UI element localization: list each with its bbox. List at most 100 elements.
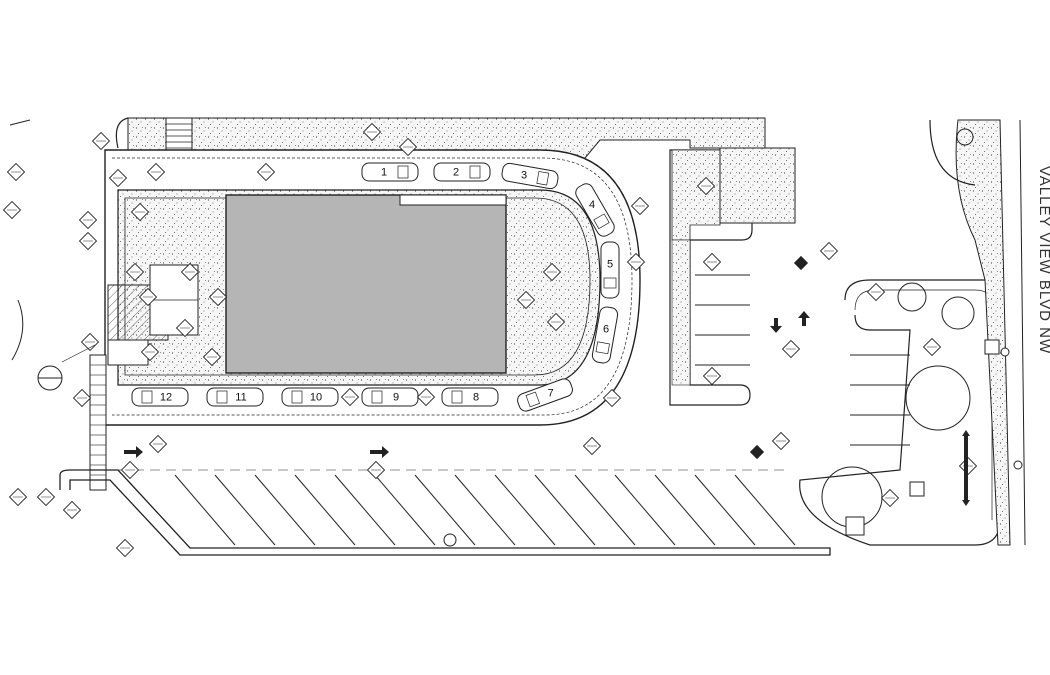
car-windshield [469, 165, 481, 179]
queue-stall-6: 6 [591, 306, 619, 364]
east-stall-stripes [850, 354, 910, 446]
keynote-diamond-icon [630, 196, 650, 216]
east-curb-return [929, 119, 976, 186]
north-arrow-icon [37, 344, 96, 391]
east-access-curb [799, 279, 1001, 546]
car-outline [131, 387, 189, 407]
keynote-diamond-icon [8, 487, 28, 507]
northwest-curb-return [115, 117, 129, 149]
stall-number: 9 [393, 391, 399, 403]
traffic-arrow-icon [124, 446, 143, 458]
east-parking-stripes [695, 274, 750, 366]
utility-box-icon [443, 533, 457, 547]
keynote-diamond-icon [781, 339, 801, 359]
keynote-diamond-icon [771, 431, 791, 451]
traffic-arrow-icon [962, 430, 970, 506]
stall-number: 5 [607, 258, 613, 270]
traffic-arrow-icon [770, 318, 782, 333]
car-windshield [593, 213, 610, 230]
stall-number: 7 [548, 387, 554, 399]
traffic-arrow-icon [370, 446, 389, 458]
queue-stall-11: 11 [206, 387, 264, 407]
tree-icon [905, 365, 971, 431]
northeast-planter [719, 147, 796, 224]
keynote-diamond-icon [91, 131, 111, 151]
car-windshield [216, 390, 228, 404]
keynote-diamond-icon [366, 460, 386, 480]
queue-stall-12: 12 [131, 387, 189, 407]
keynote-diamond-icon [108, 168, 128, 188]
keynote-diamond-icon [202, 347, 222, 367]
traffic-arrow-icon [798, 311, 810, 326]
keynote-diamond-icon [148, 434, 168, 454]
keynote-diamond-icon [208, 287, 228, 307]
building-entry-notch [399, 194, 507, 206]
car-windshield [451, 390, 463, 404]
car-outline [441, 387, 499, 407]
car-outline [600, 241, 620, 299]
keynote-diamond-icon [416, 387, 436, 407]
car-outline [575, 183, 615, 237]
keynote-diamond-icon [819, 241, 839, 261]
stall-number: 6 [603, 323, 609, 335]
light-pole-icon [793, 255, 809, 271]
tree-icon [897, 282, 927, 312]
keynote-diamond-icon [866, 282, 886, 302]
keynote-diamond-icon [542, 262, 562, 282]
keynote-diamond-icon [125, 262, 145, 282]
car-outline [361, 162, 419, 182]
car-outline [433, 162, 491, 182]
south-parking-lot-curb [59, 469, 831, 556]
keynote-diamond-icon [582, 436, 602, 456]
stall-number: 4 [589, 199, 595, 211]
stall-number: 1 [381, 166, 387, 178]
keynote-diamond-icon [146, 162, 166, 182]
keynote-diamond-icon [2, 200, 22, 220]
queue-stall-3: 3 [501, 162, 559, 190]
queue-stall-4: 4 [575, 183, 615, 237]
stall-number: 11 [235, 391, 246, 403]
west-property-edge [9, 119, 31, 361]
keynote-diamond-icon [546, 312, 566, 332]
car-outline [501, 162, 559, 190]
car-windshield [371, 390, 383, 404]
site-fixtures [443, 255, 1023, 547]
keynote-diamond-icon [602, 388, 622, 408]
traffic-arrows [124, 311, 970, 506]
keynote-diamond-icon [880, 488, 900, 508]
street-sidewalk [955, 119, 1011, 546]
keynote-diamond-icon [626, 252, 646, 272]
keynote-tags [2, 122, 978, 558]
utility-box-icon [909, 481, 925, 497]
keynote-diamond-icon [36, 487, 56, 507]
car-windshield [595, 341, 610, 355]
utility-box-icon [1000, 347, 1010, 357]
keynote-diamond-icon [702, 366, 722, 386]
queue-stall-1: 1 [361, 162, 419, 182]
queue-stall-5: 5 [600, 241, 620, 299]
keynote-diamond-icon [340, 387, 360, 407]
keynote-diamond-icon [130, 202, 150, 222]
car-windshield [291, 390, 303, 404]
tree-icon [956, 128, 974, 146]
car-windshield [536, 171, 550, 186]
tree-icon [941, 296, 975, 330]
keynote-diamond-icon [72, 388, 92, 408]
keynote-diamond-icon [78, 231, 98, 251]
keynote-diamond-icon [702, 252, 722, 272]
stall-number: 10 [310, 391, 322, 403]
car-outline [206, 387, 264, 407]
keynote-diamond-icon [62, 500, 82, 520]
keynote-diamond-icon [922, 337, 942, 357]
street-label: VALLEY VIEW BLVD NW [1036, 166, 1050, 354]
west-ramp [89, 354, 107, 491]
utility-box-icon [984, 339, 1000, 355]
keynote-diamond-icon [180, 262, 200, 282]
stall-number: 8 [473, 391, 479, 403]
keynote-diamond-icon [78, 210, 98, 230]
keynote-diamond-icon [138, 287, 158, 307]
street-edge-line [1019, 119, 1026, 546]
stall-number: 2 [453, 166, 459, 178]
